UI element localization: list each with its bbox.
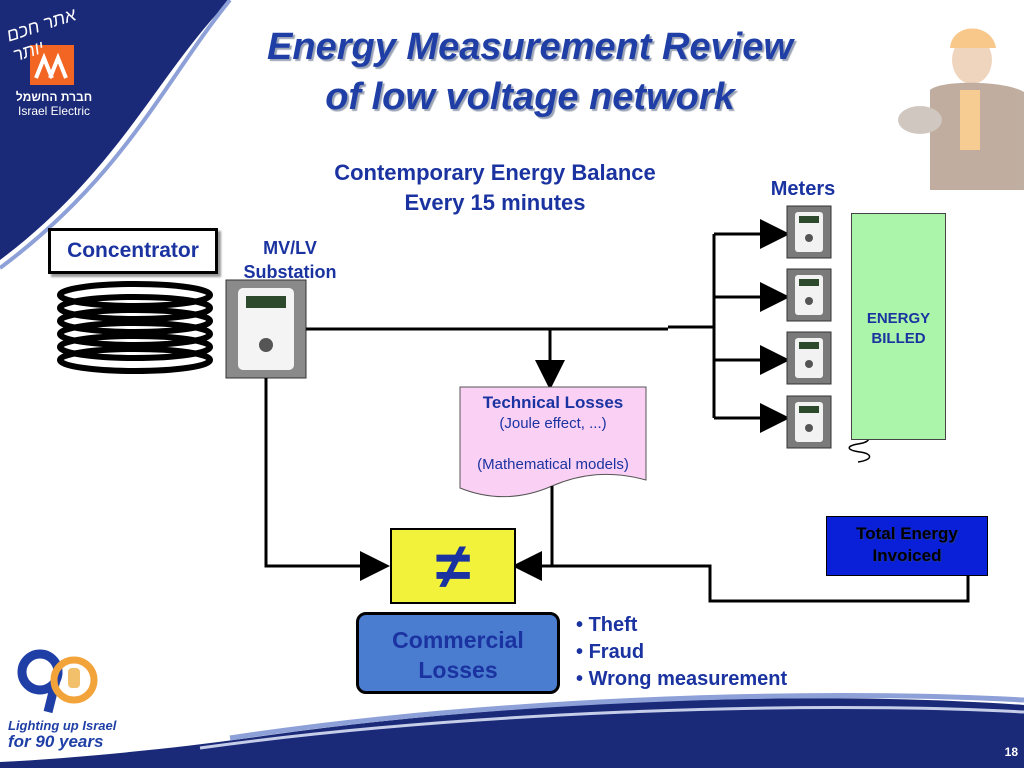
substation-meter-icon: [225, 279, 307, 379]
commercial-losses-causes: Theft Fraud Wrong measurement: [576, 612, 836, 693]
anniversary-logo-icon: [17, 649, 98, 714]
bullet-item: Fraud: [576, 639, 836, 666]
not-equal-box: ≠: [390, 528, 516, 604]
logo-hebrew: חברת החשמל: [15, 90, 93, 104]
title-line-2: of low voltage network: [325, 76, 735, 118]
technical-losses-note-2: (Mathematical models): [477, 456, 629, 473]
subtitle-line-1: Contemporary Energy Balance: [334, 160, 656, 185]
technical-losses-text: Technical Losses (Joule effect, ...) (Ma…: [460, 392, 646, 475]
anniversary-line-2: for 90 years: [8, 732, 104, 751]
substation-label-line-1: MV/LV: [263, 238, 317, 258]
bottom-banner: [0, 698, 1024, 768]
meters-label: Meters: [770, 178, 836, 200]
bullet-item: Theft: [576, 612, 836, 639]
energy-billed-box: ENERGY BILLED: [851, 213, 946, 440]
concentrator-box: Concentrator: [48, 228, 218, 274]
commercial-losses-box: Commercial Losses: [356, 612, 560, 694]
total-invoiced-line-1: Total Energy: [856, 524, 958, 543]
meter-icon-3: [786, 331, 832, 385]
technical-losses-heading: Technical Losses: [482, 393, 624, 412]
substation-label: MV/LV Substation: [232, 236, 348, 284]
commercial-losses-line-1: Commercial: [392, 627, 524, 653]
diagram-subtitle: Contemporary Energy Balance Every 15 min…: [280, 158, 710, 218]
technical-losses-box: [459, 386, 647, 498]
bullet-item: Wrong measurement: [576, 666, 836, 693]
meter-icon-4: [786, 395, 832, 449]
meter-icon-1: [786, 205, 832, 259]
page-title: Energy Measurement Review of low voltage…: [150, 22, 910, 122]
worker-photo: [898, 28, 1024, 190]
logo-english: Israel Electric: [17, 104, 91, 118]
concentrator-label: Concentrator: [67, 239, 199, 262]
title-line-1: Energy Measurement Review: [267, 26, 793, 68]
not-equal-icon: ≠: [435, 530, 471, 602]
total-energy-invoiced-box: Total Energy Invoiced: [826, 516, 988, 576]
commercial-losses-line-2: Losses: [418, 657, 498, 683]
substation-label-line-2: Substation: [243, 262, 337, 282]
page-number: 18: [1004, 745, 1018, 759]
coil-icon: [57, 281, 213, 374]
total-invoiced-line-2: Invoiced: [872, 546, 942, 565]
meter-icon-2: [786, 268, 832, 322]
logo-text: חברת החשמל Israel Electric: [8, 90, 100, 118]
technical-losses-note-1: (Joule effect, ...): [499, 415, 607, 432]
energy-billed-line-2: BILLED: [871, 330, 926, 347]
subtitle-line-2: Every 15 minutes: [404, 190, 586, 215]
anniversary-line-1: Lighting up Israel: [8, 718, 117, 733]
energy-billed-line-1: ENERGY: [866, 310, 931, 327]
